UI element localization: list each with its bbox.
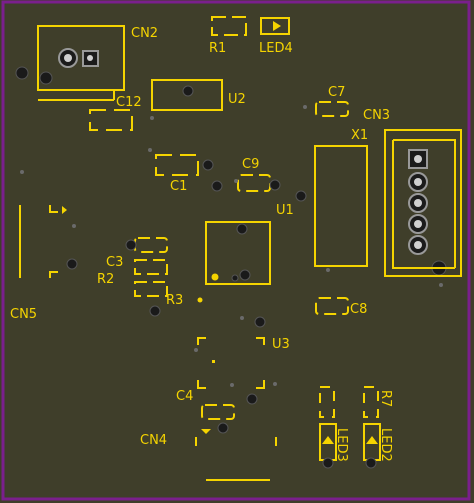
- cn5-connector[interactable]: [19, 205, 67, 278]
- led4-label: LED4: [259, 41, 293, 56]
- vias: [66, 159, 377, 469]
- u1-chip[interactable]: [205, 221, 271, 285]
- u3-label: U3: [272, 337, 290, 352]
- c4-label: C4: [176, 389, 193, 404]
- led4-footprint[interactable]: [260, 17, 290, 35]
- led3-label: LED3: [334, 428, 349, 462]
- cn2-label: CN2: [131, 26, 158, 41]
- r1-footprint[interactable]: [211, 16, 247, 36]
- cn3-label: CN3: [363, 108, 390, 123]
- r2-footprint[interactable]: [134, 259, 168, 297]
- c8-footprint[interactable]: [315, 297, 349, 315]
- c7-label: C7: [328, 85, 345, 100]
- cn3-connector[interactable]: [384, 129, 462, 277]
- cn4-connector[interactable]: [195, 429, 277, 481]
- u3-chip[interactable]: [197, 337, 265, 389]
- mounting-hole: [39, 71, 53, 85]
- led2-label: LED2: [378, 428, 393, 462]
- u2-label: U2: [228, 92, 246, 107]
- c1-label: C1: [170, 179, 187, 194]
- c12-footprint[interactable]: [89, 109, 133, 131]
- r7-footprint[interactable]: [319, 386, 379, 418]
- c9-label: C9: [242, 157, 259, 172]
- cn5-label: CN5: [10, 307, 37, 322]
- c8-label: C8: [350, 302, 367, 317]
- mounting-hole: [15, 66, 29, 80]
- pin1-marker: [197, 297, 203, 303]
- micro-vias: [20, 105, 443, 387]
- c12-label: C12: [116, 95, 142, 110]
- c9-footprint[interactable]: [237, 174, 271, 192]
- r7-label: R7: [378, 390, 393, 407]
- c4-footprint[interactable]: [201, 404, 235, 420]
- cn2-connector[interactable]: [37, 25, 125, 101]
- r3-label: R3: [166, 293, 183, 308]
- r1-label: R1: [209, 41, 226, 56]
- x1-label: X1: [351, 128, 368, 143]
- c7-footprint[interactable]: [315, 101, 349, 117]
- x1-crystal[interactable]: [314, 145, 368, 267]
- u2-footprint[interactable]: [151, 79, 223, 111]
- c3-label: C3: [106, 255, 123, 270]
- cn4-label: CN4: [140, 433, 167, 448]
- r2-label: R2: [97, 272, 114, 287]
- u1-label: U1: [276, 203, 294, 218]
- c1-footprint[interactable]: [155, 154, 199, 176]
